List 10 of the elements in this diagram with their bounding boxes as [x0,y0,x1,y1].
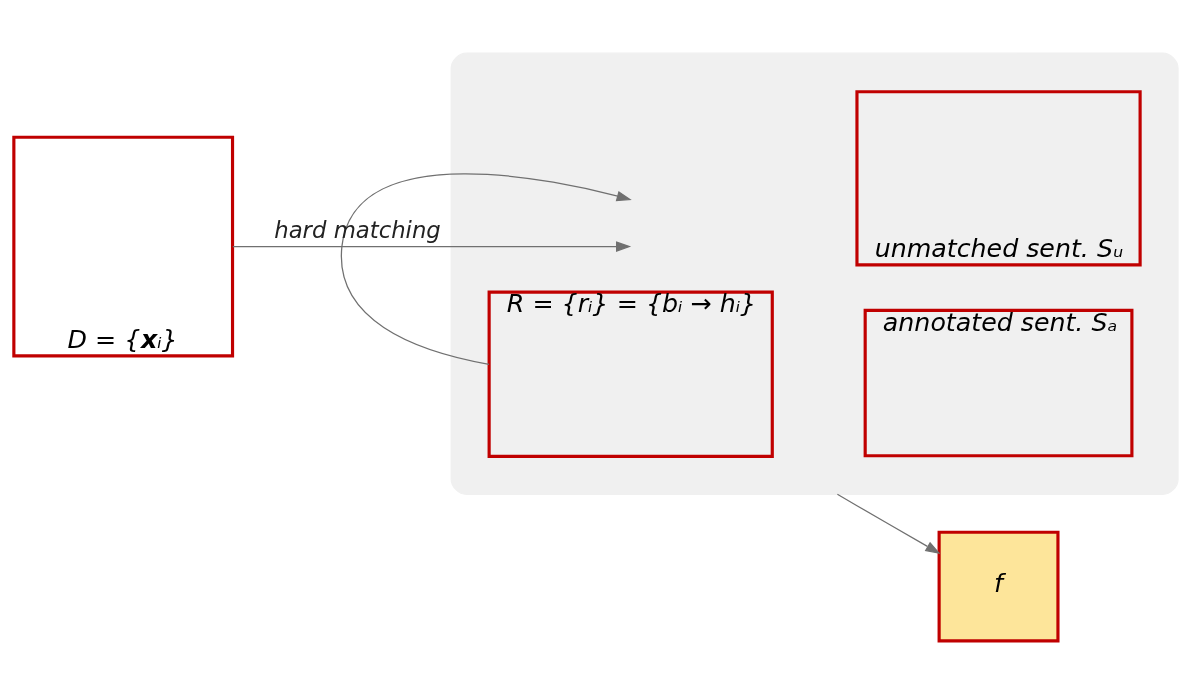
node-box: R = {rᵢ} = {bᵢ → hᵢ} [487,290,774,458]
arrow [232,241,632,252]
cluster [450,52,1179,495]
edge-label: hard matching [274,217,441,244]
node-box: annotated sent. Sₐ [863,308,1134,458]
node-box: D = {xᵢ} [12,135,235,358]
arrow [341,173,632,365]
node-box: unmatched sent. Sᵤ [855,90,1142,267]
arrow [836,493,941,554]
node-box: f [937,530,1060,643]
